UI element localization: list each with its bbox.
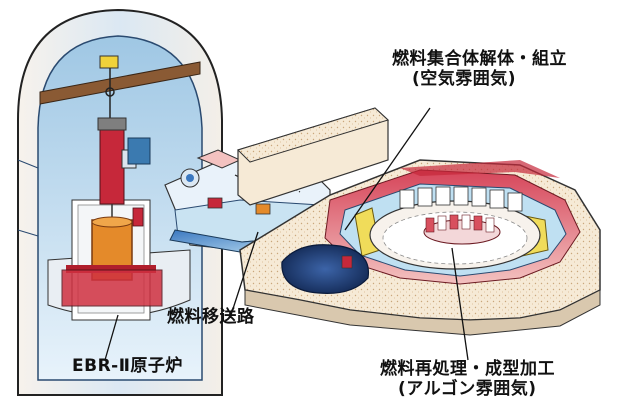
overhead-crane-icon [39,55,201,118]
transfer-cart-icon [180,168,271,215]
label-reprocess-line2: (アルゴン雰囲気) [398,378,537,399]
reactor-building [17,8,223,396]
label-ebr2-reactor: EBR-Ⅱ原子炉 [72,356,183,376]
argon-cell-ring [423,214,501,245]
fuel-cycle-facility [237,107,601,336]
label-fuel-transfer-route: 燃料移送路 [167,307,255,327]
label-reprocess-line1: 燃料再処理・成型加工 [380,359,555,379]
label-assembly-line2: (空気雰囲気) [412,68,517,89]
label-assembly-line1: 燃料集合体解体・組立 [392,49,567,69]
leader-lines [104,107,469,361]
reactor-vessel-icon [47,117,191,321]
hot-cell-blocks [399,186,523,212]
label-fuel-reprocessing: 燃料再処理・成型加工 (アルゴン雰囲気) [380,359,555,399]
label-fuel-assembly-disassembly: 燃料集合体解体・組立 (空気雰囲気) [392,49,567,89]
